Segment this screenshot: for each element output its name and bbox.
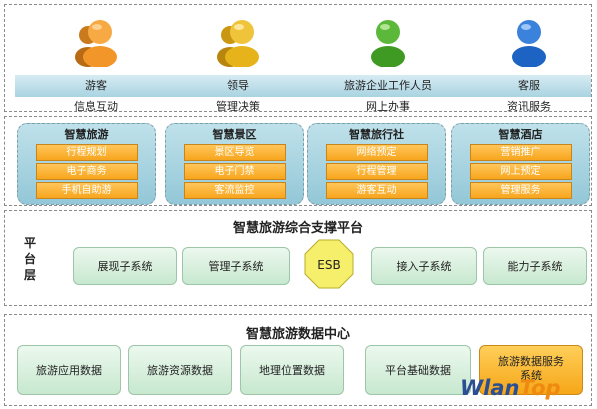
user-icon — [75, 20, 117, 67]
data-service-box: 旅游数据服务 系统 — [479, 345, 583, 395]
user-role: 客服 — [518, 79, 540, 92]
user-customer-service: 客服 资讯服务 — [464, 15, 594, 114]
applications-layer: 智慧旅游 行程规划 电子商务 手机自助游 智慧景区 景区导览 电子门禁 客流监控… — [4, 116, 592, 206]
app-item: 行程规划 — [35, 144, 138, 161]
app-group-title: 智慧景区 — [212, 128, 257, 141]
user-icon — [217, 20, 259, 67]
app-group-smart-scenic: 智慧景区 景区导览 电子门禁 客流监控 — [165, 123, 304, 205]
watermark-part2: Top — [519, 376, 561, 400]
esb-octagon: ESB — [304, 239, 354, 289]
user-function: 资讯服务 — [507, 100, 551, 113]
subsystem-box: 接入子系统 — [371, 247, 477, 285]
data-box: 旅游应用数据 — [17, 345, 121, 395]
data-center-layer: 智慧旅游数据中心 旅游应用数据 旅游资源数据 地理位置数据 平台基础数据 旅游数… — [4, 314, 592, 406]
app-item: 电子商务 — [35, 163, 138, 180]
user-icon — [512, 20, 546, 67]
data-box: 地理位置数据 — [240, 345, 344, 395]
platform-layer: 智慧旅游综合支撑平台 平台层 展现子系统 管理子系统 ESB 接入子系统 能力子… — [4, 210, 592, 306]
app-group-smart-tourism: 智慧旅游 行程规划 电子商务 手机自助游 — [17, 123, 156, 205]
app-item: 电子门禁 — [183, 163, 286, 180]
user-role: 旅游企业工作人员 — [344, 79, 432, 92]
app-item: 行程管理 — [325, 163, 428, 180]
data-service-line1: 旅游数据服务 — [498, 355, 564, 368]
subsystem-box: 管理子系统 — [182, 247, 290, 285]
app-item: 营销推广 — [469, 144, 572, 161]
user-tourist: 游客 信息互动 — [31, 15, 161, 114]
app-group-smart-travel-agency: 智慧旅行社 网络预定 行程管理 游客互动 — [307, 123, 446, 205]
app-item: 网络预定 — [325, 144, 428, 161]
app-group-title: 智慧旅游 — [64, 128, 109, 141]
user-enterprise-staff: 旅游企业工作人员 网上办事 — [323, 15, 453, 114]
data-service-line2: 系统 — [520, 369, 542, 382]
subsystem-box: 能力子系统 — [483, 247, 587, 285]
platform-title: 智慧旅游综合支撑平台 — [232, 221, 363, 236]
data-box: 旅游资源数据 — [128, 345, 232, 395]
user-function: 信息互动 — [74, 100, 118, 113]
users-band — [15, 75, 591, 97]
app-item: 手机自助游 — [35, 182, 138, 199]
app-item: 景区导览 — [183, 144, 286, 161]
platform-side-label: 平台层 — [24, 236, 37, 282]
app-group-title: 智慧旅行社 — [349, 128, 404, 141]
app-group-title: 智慧酒店 — [498, 128, 543, 141]
wlantop-watermark: WlanTop — [460, 376, 561, 400]
data-center-title: 智慧旅游数据中心 — [245, 327, 350, 342]
user-function: 管理决策 — [216, 100, 260, 113]
app-item: 游客互动 — [325, 182, 428, 199]
user-leader: 领导 管理决策 — [173, 15, 303, 114]
user-role: 游客 — [85, 79, 107, 92]
app-item: 客流监控 — [183, 182, 286, 199]
data-box: 平台基础数据 — [365, 345, 471, 395]
subsystem-box: 展现子系统 — [73, 247, 177, 285]
app-item: 网上预定 — [469, 163, 572, 180]
app-item: 管理服务 — [469, 182, 572, 199]
user-function: 网上办事 — [366, 100, 410, 113]
app-group-smart-hotel: 智慧酒店 营销推广 网上预定 管理服务 — [451, 123, 590, 205]
users-layer: 游客 信息互动 领导 管理决策 旅游企业工作人员 网上办事 客服 资讯服务 — [4, 4, 594, 114]
esb-label: ESB — [317, 258, 340, 272]
watermark-part1: Wlan — [460, 376, 520, 400]
user-role: 领导 — [227, 79, 249, 92]
user-icon — [371, 20, 405, 67]
